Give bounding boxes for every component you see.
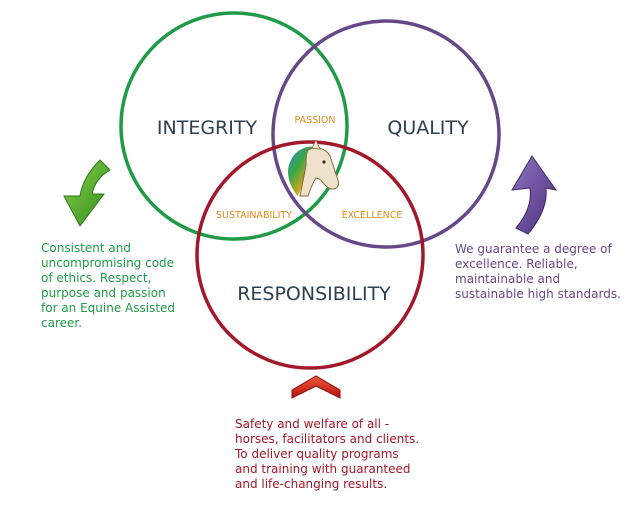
quality-circle — [271, 19, 501, 249]
quality-label: QUALITY — [387, 117, 469, 139]
curved-arrow-down-icon — [63, 159, 111, 227]
sustainability-label: SUSTAINABILITY — [216, 210, 292, 221]
passion-label: PASSION — [294, 115, 335, 126]
horse-head-logo-icon — [288, 139, 339, 197]
responsibility-description: Safety and welfare of all - horses, faci… — [235, 417, 420, 491]
excellence-label: EXCELLENCE — [342, 210, 403, 221]
responsibility-label: RESPONSIBILITY — [237, 283, 391, 305]
responsibility-circle — [195, 140, 425, 370]
integrity-circle — [119, 11, 349, 241]
curved-arrow-up-icon — [511, 155, 558, 235]
chevron-up-arrow-icon — [291, 375, 341, 399]
integrity-label: INTEGRITY — [157, 117, 258, 139]
quality-description: We guarantee a degree of excellence. Rel… — [455, 242, 621, 301]
integrity-description: Consistent and uncompromising code of et… — [41, 241, 176, 330]
